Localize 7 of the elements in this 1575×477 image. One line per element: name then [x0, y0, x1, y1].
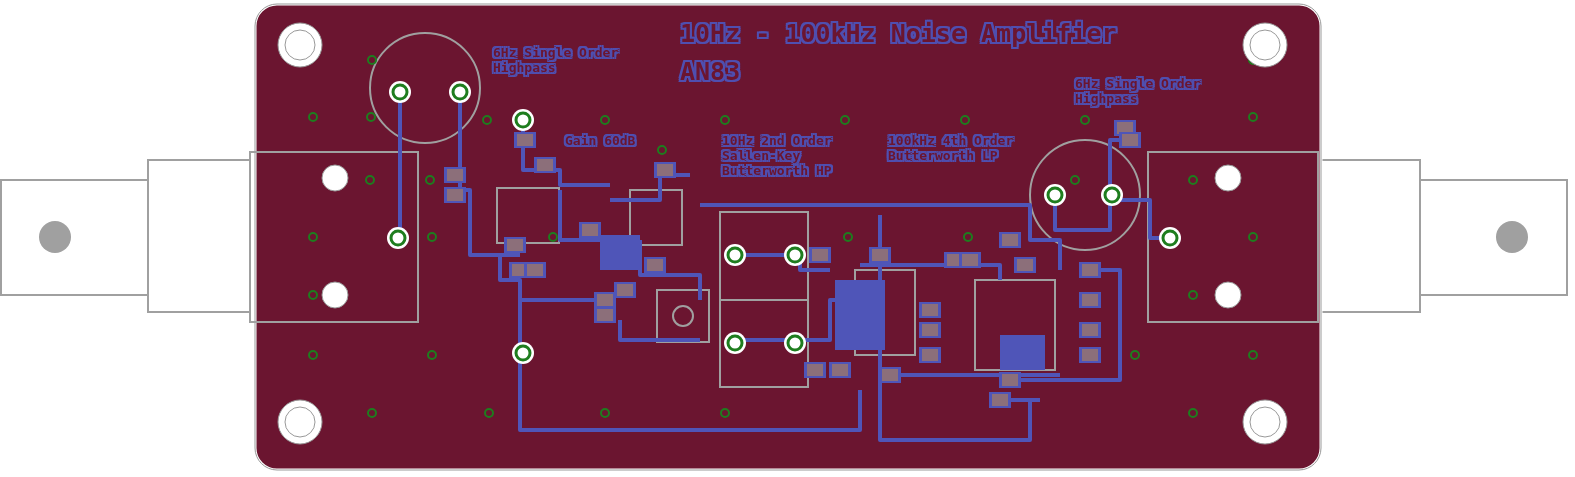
silkscreen-label: 100kHz 4th Order Butterworth LP [888, 134, 1016, 164]
silkscreen-label: AN83 [680, 58, 741, 87]
board-title: 10Hz - 100kHz Noise Amplifier [680, 20, 1117, 49]
silkscreen-label: 10Hz 2nd Order Sallen-Key Butterworth HP [722, 134, 834, 179]
silkscreen-label: 6Hz Single Order Highpass [1075, 77, 1203, 107]
silkscreen-label: 6Hz Single Order Highpass [493, 46, 621, 76]
silkscreen-label: Gain 60dB [565, 134, 636, 149]
